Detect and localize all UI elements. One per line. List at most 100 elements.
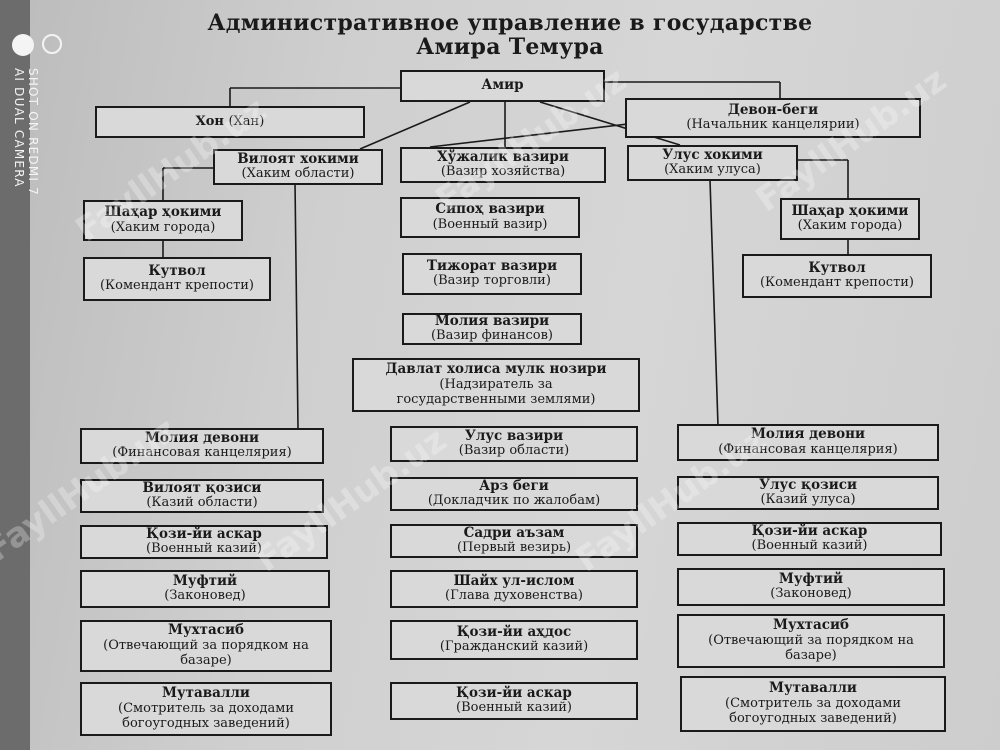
box-khon-title-text: Хон (195, 113, 224, 129)
camera-logo-dot-icon (12, 34, 34, 56)
box-viloyat-qozisi-title: Вилоят қозиси (142, 479, 262, 496)
box-ulus-hokimi: Улус хокими (Хаким улуса) (627, 145, 798, 181)
box-ulus-hokimi-subtitle: (Хаким улуса) (664, 162, 761, 178)
box-sadri-azam-title: Садри аъзам (463, 524, 565, 541)
box-khujalik-vaziri: Хўжалик вазири (Вазир хозяйства) (400, 147, 606, 183)
box-muhtasib-right-title: Мухтасиб (773, 617, 849, 634)
box-devon-begi-subtitle: (Начальник канцелярии) (686, 117, 860, 133)
box-ulus-hokimi-title: Улус хокими (662, 146, 763, 163)
box-sipoh-vaziri-subtitle: (Военный вазир) (432, 216, 548, 232)
camera-logo-ring-icon (42, 34, 62, 54)
box-muhtasib-left-subtitle: (Отвечающий за порядком на базаре) (103, 637, 309, 668)
box-davlat-nozir-title: Давлат холиса мулк нозири (385, 361, 607, 378)
box-muftiy-right-title: Муфтий (778, 570, 844, 587)
box-viloyat-hokimi-title: Вилоят хокими (237, 150, 359, 167)
box-viloyat-hokimi: Вилоят хокими (Хаким области) (213, 149, 383, 185)
box-amir-title: Амир (481, 77, 524, 94)
box-kutvol-right-title: Кутвол (808, 259, 866, 276)
camera-watermark-line1: SHOT ON REDMI 7 (26, 68, 40, 196)
box-khujalik-vaziri-subtitle: (Вазир хозяйства) (440, 164, 566, 180)
box-qozi-askar-center-title: Қози-йи аскар (456, 684, 572, 701)
box-ulus-vaziri-title: Улус вазири (464, 427, 564, 444)
box-kutvol-right-subtitle: (Комендант крепости) (759, 275, 914, 291)
box-khujalik-vaziri-title: Хўжалик вазири (437, 148, 569, 165)
box-muhtasib-right: Мухтасиб (Отвечающий за порядком на база… (677, 614, 945, 668)
box-shayx-ul-islom-title: Шайх ул-ислом (453, 572, 575, 589)
box-tijorat-vaziri-title: Тижорат вазири (426, 257, 558, 274)
box-kutvol-right: Кутвол (Комендант крепости) (742, 254, 932, 298)
box-tijorat-vaziri-subtitle: (Вазир торговли) (433, 273, 551, 289)
box-devon-begi-title: Девон-беги (727, 101, 819, 118)
diagram-title-line2: Амира Темура (416, 34, 604, 60)
box-ulus-qozisi-title: Улус қозиси (759, 476, 857, 493)
box-arz-begi-title: Арз беги (479, 477, 549, 494)
box-muftiy-left: Муфтий (Законовед) (80, 570, 330, 608)
camera-watermark-line2: AI DUAL CAMERA (12, 68, 26, 188)
box-qozi-askar-center: Қози-йи аскар (Военный казий) (390, 682, 638, 720)
box-sipoh-vaziri: Сипоҳ вазири (Военный вазир) (400, 197, 580, 238)
box-khon-title: Хон (Хан) (195, 113, 265, 130)
connector (359, 101, 471, 150)
camera-watermark-text: SHOT ON REDMI 7 AI DUAL CAMERA (12, 68, 40, 196)
box-moliya-devoni-left: Молия девони (Финансовая канцелярия) (80, 428, 324, 464)
box-muhtasib-left: Мухтасиб (Отвечающий за порядком на база… (80, 620, 332, 672)
box-shahar-hokimi-right-subtitle: (Хаким города) (797, 218, 903, 234)
box-shahar-hokimi-left-title: Шаҳар ҳокими (104, 204, 222, 221)
box-muhtasib-right-subtitle: (Отвечающий за порядком на базаре) (708, 632, 914, 663)
box-viloyat-hokimi-subtitle: (Хаким области) (241, 166, 355, 182)
diagram-title-line1: Административное управление в государств… (207, 10, 813, 36)
box-viloyat-qozisi: Вилоят қозиси (Казий области) (80, 479, 324, 513)
box-shahar-hokimi-right-title: Шаҳар ҳокими (791, 202, 909, 219)
box-mutavalli-right: Мутавалли (Смотритель за доходами богоуг… (680, 676, 946, 732)
box-mutavalli-left-title: Мутавалли (162, 685, 250, 702)
box-qozi-askar-left: Қози-йи аскар (Военный казий) (80, 525, 328, 559)
box-davlat-nozir: Давлат холиса мулк нозири (Надзиратель з… (352, 358, 640, 412)
box-qozi-askar-right-title: Қози-йи аскар (751, 522, 868, 539)
box-sadri-azam-subtitle: (Первый везирь) (456, 540, 572, 556)
box-moliya-devoni-right: Молия девони (Финансовая канцелярия) (677, 424, 939, 461)
box-mutavalli-right-title: Мутавалли (769, 680, 857, 697)
box-muftiy-left-title: Муфтий (172, 572, 238, 589)
box-muftiy-right-subtitle: (Законовед) (770, 586, 852, 602)
box-shayx-ul-islom-subtitle: (Глава духовенства) (445, 588, 583, 604)
box-qozi-askar-left-title: Қози-йи аскар (146, 525, 262, 542)
box-mutavalli-left: Мутавалли (Смотритель за доходами богоуг… (80, 682, 332, 736)
box-mutavalli-right-subtitle: (Смотритель за доходами богоугодных заве… (725, 695, 901, 726)
box-khon-subtitle: (Хан) (228, 113, 265, 129)
box-moliya-devoni-left-title: Молия девони (144, 429, 260, 446)
box-shahar-hokimi-left: Шаҳар ҳокими (Хаким города) (83, 200, 243, 241)
box-arz-begi: Арз беги (Докладчик по жалобам) (390, 477, 638, 511)
box-ulus-vaziri-subtitle: (Вазир области) (458, 443, 570, 459)
box-moliya-devoni-right-subtitle: (Финансовая канцелярия) (718, 441, 898, 457)
box-muhtasib-left-title: Мухтасиб (168, 622, 244, 639)
box-qozi-askar-left-subtitle: (Военный казий) (146, 541, 262, 557)
box-shayx-ul-islom: Шайх ул-ислом (Глава духовенства) (390, 570, 638, 608)
box-davlat-nozir-subtitle: (Надзиратель за государственными землями… (396, 376, 596, 407)
box-devon-begi: Девон-беги (Начальник канцелярии) (625, 98, 921, 138)
box-qozi-ahdos-subtitle: (Гражданский казий) (439, 639, 589, 655)
box-kutvol-left-subtitle: (Комендант крепости) (99, 278, 254, 294)
box-shahar-hokimi-left-subtitle: (Хаким города) (110, 219, 216, 235)
box-khon: Хон (Хан) (95, 106, 365, 138)
box-qozi-askar-right: Қози-йи аскар (Военный казий) (677, 522, 942, 556)
box-moliya-devoni-left-subtitle: (Финансовая канцелярия) (112, 445, 292, 461)
box-sipoh-vaziri-title: Сипоҳ вазири (435, 201, 545, 218)
box-qozi-askar-center-subtitle: (Военный казий) (456, 700, 572, 716)
box-kutvol-left: Кутвол (Комендант крепости) (83, 257, 271, 301)
box-qozi-askar-right-subtitle: (Военный казий) (751, 538, 868, 554)
box-moliya-vaziri: Молия вазири (Вазир финансов) (402, 313, 582, 345)
box-moliya-devoni-right-title: Молия девони (750, 426, 866, 443)
box-qozi-ahdos: Қози-йи аҳдос (Гражданский казий) (390, 620, 638, 660)
box-shahar-hokimi-right: Шаҳар ҳокими (Хаким города) (780, 198, 920, 240)
box-ulus-vaziri: Улус вазири (Вазир области) (390, 426, 638, 462)
box-ulus-qozisi: Улус қозиси (Казий улуса) (677, 476, 939, 510)
box-muftiy-left-subtitle: (Законовед) (164, 588, 246, 604)
box-arz-begi-subtitle: (Докладчик по жалобам) (427, 493, 601, 509)
camera-watermark: SHOT ON REDMI 7 AI DUAL CAMERA (2, 24, 72, 224)
box-tijorat-vaziri: Тижорат вазири (Вазир торговли) (402, 253, 582, 295)
box-mutavalli-left-subtitle: (Смотритель за доходами богоугодных заве… (118, 700, 294, 731)
box-qozi-ahdos-title: Қози-йи аҳдос (456, 623, 572, 640)
box-amir: Амир (400, 70, 605, 102)
box-sadri-azam: Садри аъзам (Первый везирь) (390, 524, 638, 558)
